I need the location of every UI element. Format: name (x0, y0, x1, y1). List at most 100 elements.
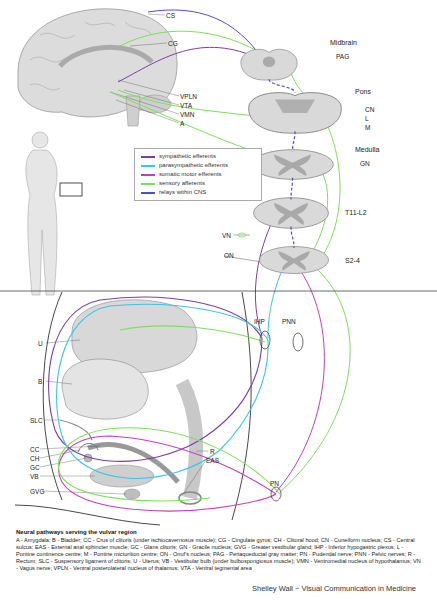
relay-connector (291, 178, 293, 200)
brainstem (126, 96, 140, 126)
figure-head (32, 132, 48, 148)
legend-text: relays within CNS (159, 188, 206, 197)
structure-label: A (180, 120, 184, 127)
region-box (60, 183, 82, 196)
clitoral-hood (78, 443, 98, 452)
legend-entry: relays within CNS (141, 188, 261, 197)
section-outline (241, 49, 297, 80)
legend-swatch (141, 174, 155, 176)
diagram-title: Neural pathways serving the vulvar regio… (16, 528, 137, 536)
gray-matter (274, 203, 308, 225)
structure-label: VTA (180, 102, 192, 109)
structure-label: ON (224, 252, 234, 259)
credit-text: Shelley Wall ~ Visual Communication in M… (252, 585, 416, 594)
structure-label: PAG (336, 53, 349, 61)
gray-matter (275, 100, 315, 113)
structure-label: SLC (30, 417, 43, 424)
spinal-section (252, 196, 330, 230)
gray-matter (274, 155, 311, 176)
structure-label: GVG (30, 488, 44, 495)
bladder (62, 359, 148, 419)
separator-line (0, 291, 437, 292)
vestibular-bulb (90, 465, 154, 487)
structure-label: VMN (180, 111, 194, 118)
structure-label: PN (270, 480, 279, 487)
caption-text: A - Amygdala; B - Bladder; CC - Crus of … (16, 537, 421, 572)
section-node: MidbrainPAG (238, 45, 300, 83)
legend-text: parasympathetic efferents (159, 161, 228, 170)
rectum (182, 382, 196, 498)
structure-label: EAS (206, 457, 219, 464)
vestibular-gland (124, 489, 140, 499)
legend-swatch (141, 183, 155, 185)
parasympathetic-path (268, 270, 282, 338)
section-node: PonsCNLM (245, 88, 345, 136)
gray-matter (278, 251, 310, 271)
gray-matter (263, 56, 275, 67)
brain-gyri (30, 22, 152, 90)
section-name: Midbrain (330, 39, 357, 47)
relay-connector (291, 227, 294, 248)
section-outline (259, 247, 328, 274)
section-name: T11-L2 (345, 209, 367, 217)
spinal-section (258, 245, 330, 275)
somatic-path (276, 270, 324, 492)
vagus-line (224, 235, 262, 262)
legend-entry: somatic motor efferents (141, 170, 261, 179)
legend-box: sympathetic efferentsparasympathetic eff… (134, 148, 262, 201)
structure-label: CG (168, 40, 178, 47)
structure-label: M (365, 124, 370, 132)
section-outline (252, 150, 334, 180)
legend-entry: sympathetic efferents (141, 152, 261, 161)
legend-swatch (141, 165, 155, 167)
structure-label: CN (365, 106, 374, 114)
structure-label: B (38, 378, 42, 385)
section-name: Medulla (355, 146, 380, 154)
sensory-path (280, 270, 350, 492)
figure-body (26, 150, 57, 295)
relay-connector (269, 79, 295, 93)
anal-sphincter (179, 492, 201, 504)
parasympathetic-loop (57, 304, 269, 478)
structure-label: GC (30, 464, 40, 471)
section-node: T11-L2 (252, 196, 330, 230)
suspensory-ligament (60, 420, 92, 440)
midbrain-section (238, 45, 300, 83)
somatic-loop (59, 436, 276, 511)
pons-section (245, 88, 345, 136)
structure-label: PNN (282, 318, 296, 325)
legend-entry: sensory afferents (141, 179, 261, 188)
section-name: Pons (355, 88, 371, 96)
relay-path (148, 10, 262, 58)
structure-label: L (365, 115, 369, 123)
relay-path (118, 47, 262, 82)
structure-label: VB (30, 473, 39, 480)
leader-line (40, 340, 208, 496)
structure-label: GN (360, 160, 370, 168)
vagus-symbol (238, 233, 246, 237)
structure-label: U (38, 340, 43, 347)
structure-label: R (210, 448, 215, 455)
structure-label: IHP (254, 318, 265, 325)
structure-label: VPLN (180, 93, 197, 100)
plexus-symbol (260, 331, 270, 349)
section-node: MedullaGN (250, 148, 335, 181)
relay-connector (293, 131, 296, 151)
legend-text: somatic motor efferents (159, 170, 222, 179)
section-node: S2-4 (258, 245, 330, 275)
legend-text: sympathetic efferents (159, 152, 216, 161)
corpus-callosum (60, 47, 152, 66)
nerve-symbol (271, 487, 281, 501)
legend-swatch (141, 156, 155, 158)
section-name: S2-4 (345, 257, 360, 265)
section-outline (249, 93, 342, 134)
structure-label: CC (30, 446, 39, 453)
structure-label: CH (30, 455, 39, 462)
structure-label: CS (166, 12, 175, 19)
section-outline (254, 198, 329, 229)
legend-swatch (141, 192, 155, 194)
legend-text: sensory afferents (159, 179, 205, 188)
structure-label: VN (222, 232, 231, 239)
